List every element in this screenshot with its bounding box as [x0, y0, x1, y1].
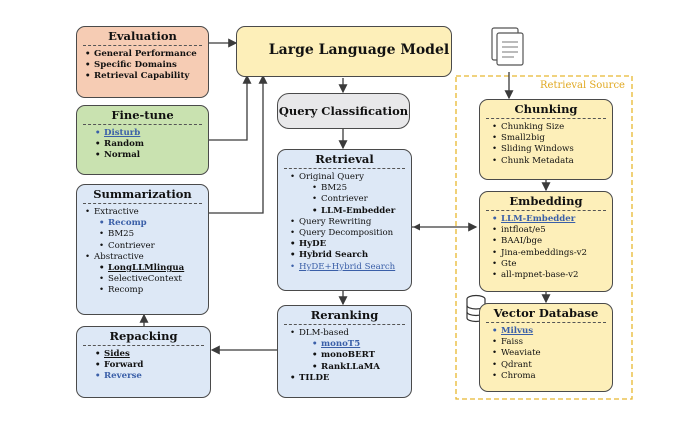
finetune-box: Fine-tune Disturb Random Normal [76, 105, 209, 175]
list-item: Small2big [492, 133, 604, 144]
list-item: Disturb [95, 128, 200, 139]
list-item: all-mpnet-base-v2 [492, 270, 604, 281]
list-item: Sides [95, 349, 202, 360]
repacking-title: Repacking [83, 327, 204, 346]
dlm-label: DLM-based [290, 328, 403, 339]
extractive-label: Extractive [85, 207, 200, 218]
embedding-box: Embedding LLM-Embedder intfloat/e5 BAAI/… [479, 191, 613, 292]
evaluation-box: Evaluation General Performance Specific … [76, 26, 209, 98]
list-item: Weaviate [492, 348, 604, 359]
list-item: intfloat/e5 [492, 225, 604, 236]
abstractive-label: Abstractive [85, 252, 200, 263]
list-item: Jina-embeddings-v2 [492, 248, 604, 259]
list-item: Query Rewriting [290, 217, 403, 228]
list-item: Faiss [492, 337, 604, 348]
list-item: Chunking Size [492, 122, 604, 133]
list-item: Chroma [492, 371, 604, 382]
list-item: Gte [492, 259, 604, 270]
reranking-box: Reranking DLM-based monoT5 monoBERT Rank… [277, 305, 412, 398]
list-item: BM25 [312, 183, 403, 194]
retrieval-source-border [455, 75, 633, 400]
list-item: Random [95, 139, 200, 150]
list-item: Forward [95, 360, 202, 371]
arrow-finetune-llm [209, 74, 252, 141]
evaluation-title: Evaluation [83, 27, 202, 46]
llm-box: Large Language Model [236, 26, 452, 77]
list-item: Contriever [99, 241, 200, 252]
document-icon [491, 27, 524, 66]
list-item: RankLLaMA [312, 362, 403, 373]
list-item: General Performance [85, 49, 200, 60]
list-item: monoT5 [312, 339, 403, 350]
retrieval-box: Retrieval Original Query BM25 Contriever… [277, 149, 412, 291]
chunking-title: Chunking [486, 100, 606, 119]
llm-title: Large Language Model [268, 42, 450, 58]
list-item: LongLLMlingua [99, 263, 200, 274]
list-item: BAAI/bge [492, 236, 604, 247]
original-query-label: Original Query [290, 172, 403, 183]
list-item: Recomp [99, 218, 200, 229]
repacking-box: Repacking Sides Forward Reverse [76, 326, 211, 398]
chunking-box: Chunking Chunking Size Small2big Sliding… [479, 99, 613, 180]
list-item: Contriever [312, 194, 403, 205]
list-item: HyDE+Hybrid Search [290, 262, 403, 273]
list-item: monoBERT [312, 350, 403, 361]
summarization-title: Summarization [83, 185, 202, 204]
vector-database-box: Vector Database Milvus Faiss Weaviate Qd… [479, 303, 613, 392]
vector-database-title: Vector Database [486, 304, 606, 323]
list-item: LLM-Embedder [312, 206, 403, 217]
list-item: HyDE [290, 239, 403, 250]
query-classification-box: Query Classification [277, 93, 410, 129]
list-item: Query Decomposition [290, 228, 403, 239]
embedding-title: Embedding [486, 192, 606, 211]
arrow-summarization-llm [209, 74, 268, 214]
list-item: Recomp [99, 285, 200, 296]
summarization-box: Summarization Extractive Recomp BM25 Con… [76, 184, 209, 315]
list-item: BM25 [99, 229, 200, 240]
list-item: Normal [95, 150, 200, 161]
list-item: Reverse [95, 371, 202, 382]
list-item: LLM-Embedder [492, 214, 604, 225]
list-item: Specific Domains [85, 60, 200, 71]
retrieval-source-label: Retrieval Source [540, 80, 625, 91]
query-classification-title: Query Classification [278, 104, 409, 118]
list-item: Hybrid Search [290, 250, 403, 261]
list-item: SelectiveContext [99, 274, 200, 285]
finetune-title: Fine-tune [83, 106, 202, 125]
list-item: Qdrant [492, 360, 604, 371]
reranking-title: Reranking [284, 306, 405, 325]
retrieval-title: Retrieval [284, 150, 405, 169]
list-item: Retrieval Capability [85, 71, 200, 82]
list-item: Milvus [492, 326, 604, 337]
list-item: TILDE [290, 373, 403, 384]
list-item: Sliding Windows [492, 144, 604, 155]
list-item: Chunk Metadata [492, 156, 604, 167]
